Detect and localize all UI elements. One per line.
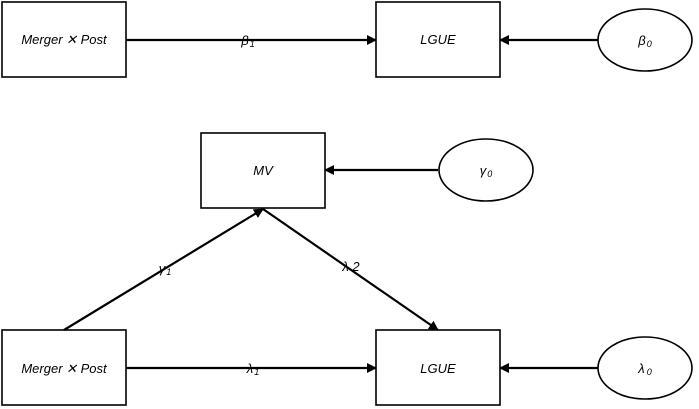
edge-source-to-mediator (63, 208, 264, 331)
top-edge-label: β1 (240, 33, 254, 49)
mediator-constant-symbol: γ (480, 163, 488, 178)
edge-mediator-to-target (262, 208, 439, 331)
target-constant-subscript: 0 (647, 367, 652, 377)
bottom-source-label: Merger ✕ Post (21, 361, 108, 376)
edge-source-target-subscript: 1 (254, 367, 259, 377)
mediator-constant-oval (438, 138, 534, 202)
top-source-box (1, 1, 127, 78)
mediator-box (200, 132, 326, 209)
edge-source-mediator-subscript: 1 (166, 267, 171, 277)
top-edge-subscript: 1 (250, 39, 255, 49)
top-constant-symbol: β (637, 33, 646, 48)
top-edge-symbol: β (240, 33, 249, 48)
top-target-label: LGUE (420, 32, 456, 47)
bottom-source-box (1, 329, 127, 406)
target-constant-symbol: λ (637, 361, 644, 376)
edge-source-mediator-label: γ1 (159, 261, 172, 277)
target-constant-oval (597, 336, 693, 400)
top-constant-label: β0 (637, 33, 651, 49)
top-source-label: Merger ✕ Post (21, 32, 108, 47)
top-target-box (375, 1, 501, 78)
mediator-label: MV (253, 163, 274, 178)
edge-source-target-label: λ1 (246, 361, 259, 377)
top-constant-subscript: 0 (647, 39, 652, 49)
bottom-target-label: LGUE (420, 361, 456, 376)
edge-source-target-symbol: λ (246, 361, 253, 376)
top-diagram: Merger ✕ Post LGUE β0 β1 (1, 1, 693, 78)
edge-mediator-target-label: λ 2 (341, 259, 360, 274)
edge-source-mediator-symbol: γ (159, 261, 167, 276)
mediator-constant-subscript: 0 (487, 169, 492, 179)
mediator-constant-label: γ0 (480, 163, 493, 179)
